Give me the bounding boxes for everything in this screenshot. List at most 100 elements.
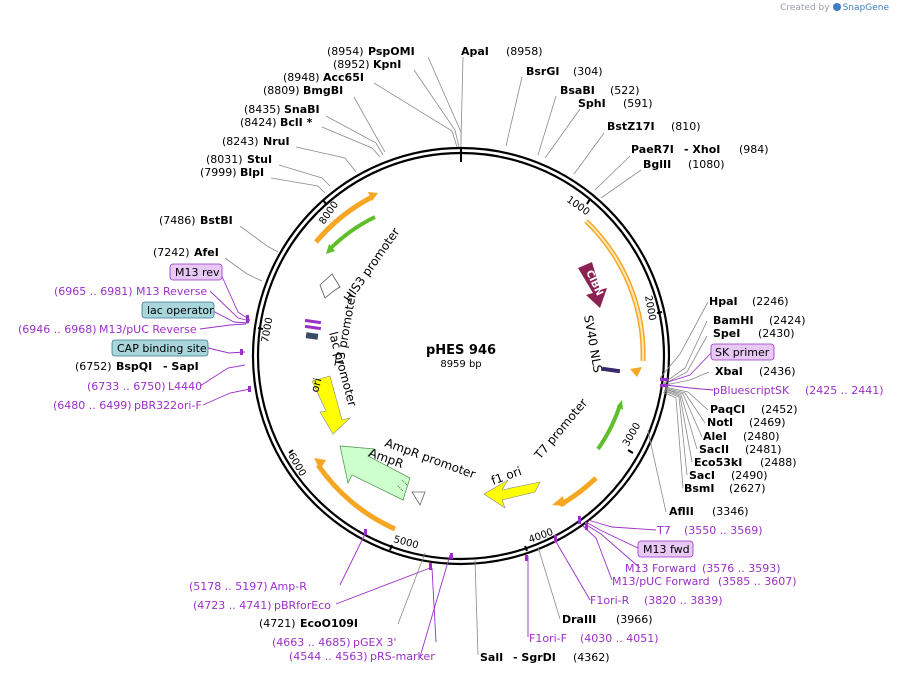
svg-text:(522): (522) [610, 84, 640, 97]
svg-text:(3585 .. 3607): (3585 .. 3607) [718, 575, 797, 588]
primer-m13-reverse[interactable]: (6965 .. 6981)M13 Reverse [54, 285, 207, 298]
site-paqci[interactable]: PaqCI (2452) [710, 403, 798, 416]
site-blpi[interactable]: (7999)BlpI [200, 166, 264, 179]
primer-f1ori-r[interactable]: F1ori-R(3820 .. 3839) [590, 594, 723, 607]
ori-label: ori [308, 377, 324, 394]
primer-m13-forward[interactable]: M13 Forward(3576 .. 3593) [625, 562, 781, 575]
site-bglii[interactable]: BglII(1080) [643, 158, 725, 171]
site-spei[interactable]: SpeI(2430) [713, 327, 795, 340]
primer-pbrforeco[interactable]: (4723 .. 4741)pBRforEco [193, 599, 331, 612]
svg-text:PaqCI: PaqCI [710, 403, 745, 416]
primer-l4440[interactable]: (6733 .. 6750)L4440 [87, 380, 202, 393]
svg-text:7000: 7000 [260, 317, 275, 344]
t7-promoter-label: T7 promoter [531, 396, 590, 463]
svg-text:BsrGI: BsrGI [526, 65, 559, 78]
site-nrui[interactable]: (8243)NruI [222, 135, 290, 148]
svg-text:(8243): (8243) [222, 135, 259, 148]
svg-text:(2481): (2481) [745, 443, 782, 456]
site-kpni[interactable]: (8952)KpnI [333, 58, 401, 71]
primer-amp-r[interactable]: (5178 .. 5197)Amp-R [189, 580, 307, 593]
svg-text:3000: 3000 [621, 421, 643, 449]
svg-text:(3966): (3966) [616, 613, 653, 626]
feature-cap-binding-site[interactable]: CAP binding site [111, 339, 209, 357]
svg-text:EcoO109I: EcoO109I [300, 617, 358, 630]
site-bspqi[interactable]: (6752)BspQI- SapI [75, 360, 199, 373]
primer-pbr322ori-f[interactable]: (6480 .. 6499)pBR322ori-F [53, 399, 202, 412]
primer-m13-puc-reverse[interactable]: (6946 .. 6968)M13/pUC Reverse [18, 323, 197, 336]
site-xbai[interactable]: XbaI(2436) [715, 365, 796, 378]
site-bcli[interactable]: (8424)BclI * [240, 116, 313, 129]
plasmid-name: pHES 946 [426, 343, 496, 358]
svg-text:(4362): (4362) [573, 651, 610, 664]
svg-text:(2452): (2452) [761, 403, 798, 416]
site-saci[interactable]: SacI(2490) [689, 469, 768, 482]
primer-m13-fwd[interactable]: M13 fwd [637, 540, 694, 558]
site-eco53ki[interactable]: Eco53kI(2488) [694, 456, 797, 469]
f1-ori-label: f1 ori [489, 464, 523, 488]
f1-ori-feature[interactable] [483, 479, 541, 509]
primer-marks [240, 315, 668, 570]
svg-text:M13 fwd: M13 fwd [643, 543, 690, 556]
svg-text:(2490): (2490) [731, 469, 768, 482]
cibn-orf-arrowhead [630, 367, 642, 377]
site-draiii[interactable]: DraIII(3966) [562, 613, 653, 626]
primer-prs-marker[interactable]: (4544 .. 4563)pRS-marker [289, 650, 435, 663]
site-bstbi[interactable]: (7486)BstBI [159, 214, 233, 227]
svg-text:(8954): (8954) [327, 45, 364, 58]
svg-text:AfeI: AfeI [194, 246, 219, 259]
t7-promoter-arrowhead [617, 400, 623, 410]
primer-pbluescriptsk[interactable]: pBluescriptSK(2425 .. 2441) [713, 384, 884, 397]
svg-text:(2246): (2246) [752, 295, 789, 308]
ampr-feature[interactable] [339, 445, 411, 501]
site-noti[interactable]: NotI(2469) [707, 416, 786, 429]
primer-pgex3[interactable]: (4663 .. 4685)pGEX 3' [272, 636, 397, 649]
site-afei[interactable]: (7242)AfeI [153, 246, 219, 259]
primer-m13-rev[interactable]: M13 rev [169, 263, 223, 281]
svg-text:BclI *: BclI * [280, 116, 313, 129]
site-bamhi[interactable]: BamHI(2424) [713, 314, 806, 327]
site-bsmi[interactable]: BsmI(2627) [684, 482, 766, 495]
site-snabi[interactable]: (8435)SnaBI [244, 103, 320, 116]
site-hpai[interactable]: HpaI(2246) [709, 295, 789, 308]
site-bmgbi[interactable]: (8809)BmgBI [263, 84, 343, 97]
tick-3000: 3000 [621, 421, 643, 454]
site-pspomi[interactable]: (8954)PspOMI [327, 45, 415, 58]
cibn-feature[interactable]: CIBN [578, 262, 607, 308]
svg-text:(2425 .. 2441): (2425 .. 2441) [805, 384, 884, 397]
plasmid-size: 8959 bp [440, 359, 481, 370]
primer-f1ori-f[interactable]: F1ori-F(4030 .. 4051) [529, 632, 659, 645]
credit-prefix: Created by [780, 3, 830, 13]
svg-text:PaeR7I: PaeR7I [631, 143, 674, 156]
site-stui[interactable]: (8031)StuI [206, 153, 272, 166]
site-paer7i[interactable]: PaeR7I- XhoI(984) [631, 143, 769, 156]
site-alei[interactable]: AleI(2480) [703, 430, 780, 443]
site-aflii[interactable]: AflII(3346) [669, 505, 749, 518]
svg-text:(3550 .. 3569): (3550 .. 3569) [684, 524, 763, 537]
svg-text:(5178 .. 5197): (5178 .. 5197) [189, 580, 268, 593]
site-sacii[interactable]: SacII(2481) [699, 443, 782, 456]
ampr-orf-arc-arrowhead [314, 458, 326, 470]
primer-m13-puc-forward[interactable]: M13/pUC Forward(3585 .. 3607) [612, 575, 797, 588]
ori-feature[interactable]: ori [308, 375, 352, 435]
svg-text:Eco53kI: Eco53kI [694, 456, 742, 469]
svg-text:(2436): (2436) [759, 365, 796, 378]
primer-leader-lines [199, 271, 714, 658]
site-bsrgi[interactable]: BsrGI(304) [526, 65, 603, 78]
site-eco0109i[interactable]: (4721)EcoO109I [259, 617, 358, 630]
site-sphi[interactable]: SphI(591) [578, 97, 653, 110]
tick-7000: 7000 [257, 317, 275, 344]
site-acc65i[interactable]: (8948)Acc65I [283, 71, 364, 84]
svg-text:(6733 .. 6750): (6733 .. 6750) [87, 380, 166, 393]
primer-t7[interactable]: T7(3550 .. 3569) [656, 524, 763, 537]
site-sali[interactable]: SalI- SgrDI(4362) [480, 651, 610, 664]
primer-sk[interactable]: SK primer [710, 343, 775, 361]
svg-text:SK primer: SK primer [715, 346, 770, 359]
site-apai[interactable]: ApaI(8958) [461, 45, 543, 58]
site-bstz17i[interactable]: BstZ17I(810) [607, 120, 701, 133]
svg-text:(591): (591) [623, 97, 653, 110]
site-bsabi[interactable]: BsaBI(522) [560, 84, 640, 97]
feature-lac-operator[interactable]: lac operator [141, 301, 215, 319]
svg-text:(8958): (8958) [506, 45, 543, 58]
svg-text:(4030 .. 4051): (4030 .. 4051) [580, 632, 659, 645]
